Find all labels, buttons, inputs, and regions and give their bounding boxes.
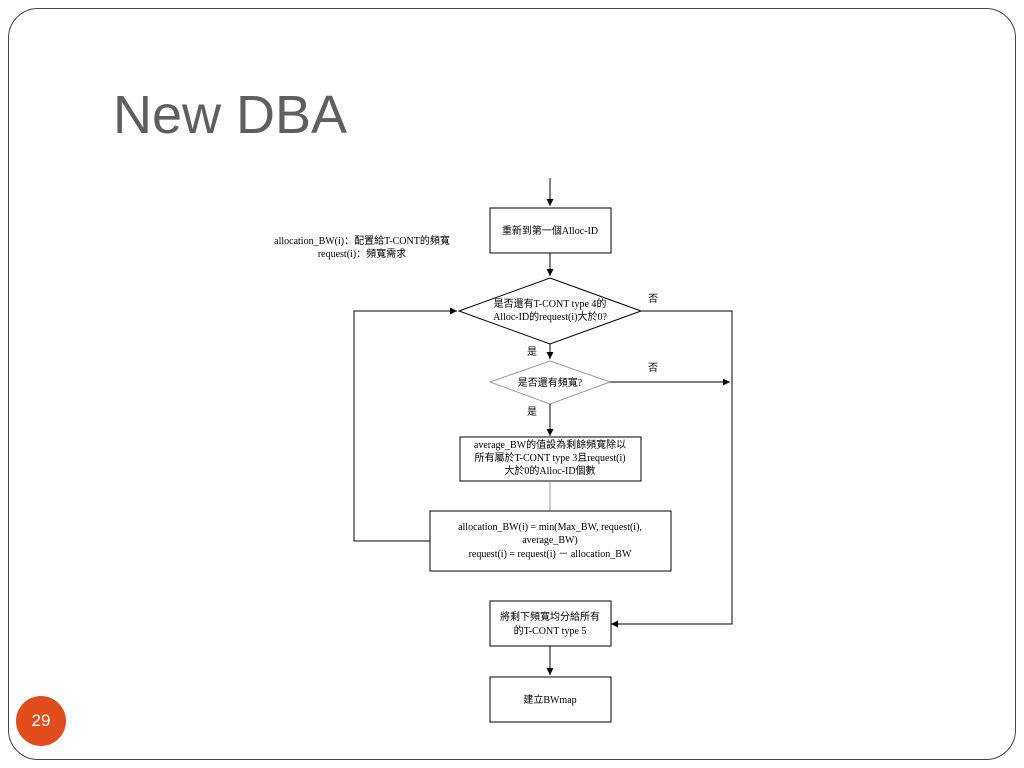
slide-title: New DBA (113, 85, 348, 145)
start-box-label: 重新到第一個Alloc-ID (502, 224, 598, 237)
end-box-label: 建立BWmap (523, 693, 576, 706)
distribute-box-line-2: 的T-CONT type 5 (514, 624, 587, 637)
loop-back-path (353, 307, 457, 542)
distribute-box (489, 600, 612, 647)
allocation-box-line-2: average_BW) (522, 535, 578, 546)
legend-line-1: allocation_BW(i)：配置給T-CONT的頻寬 (274, 234, 450, 247)
average-box-line-1: average_BW的值設為剩餘頻寬除以 (474, 438, 626, 451)
average-box (459, 436, 642, 482)
decision1-yes-label: 是 (527, 346, 537, 358)
allocation-box-line-3: request(i) = request(i) － allocation_BW (469, 549, 632, 560)
distribute-box-line-1: 將剩下頻寬均分給所有 (500, 610, 600, 623)
average-box-line-3: 大於0的Alloc-ID個數 (504, 464, 595, 477)
decision1-no-label: 否 (648, 293, 658, 305)
average-box-line-2: 所有屬於T-CONT type 3且request(i) (474, 451, 625, 464)
decision2-no-label: 否 (648, 362, 658, 374)
decision1-label-1: 是否還有T-CONT type 4的 (494, 297, 607, 310)
decision2-yes-label: 是 (527, 406, 537, 418)
page-number-badge: 29 (16, 696, 66, 746)
allocation-box-line-1: allocation_BW(i) = min(Max_BW, request(i… (458, 522, 642, 533)
legend-line-2: request(i)：頻寬需求 (318, 247, 406, 260)
decision1-diamond (457, 277, 643, 345)
decision1-no-path (611, 310, 733, 628)
end-box (489, 676, 612, 723)
allocation-box (429, 510, 672, 572)
decision2-label: 是否還有頻寬? (518, 376, 583, 389)
decision1-label-2: Alloc-ID的request(i)大於0? (493, 310, 607, 323)
